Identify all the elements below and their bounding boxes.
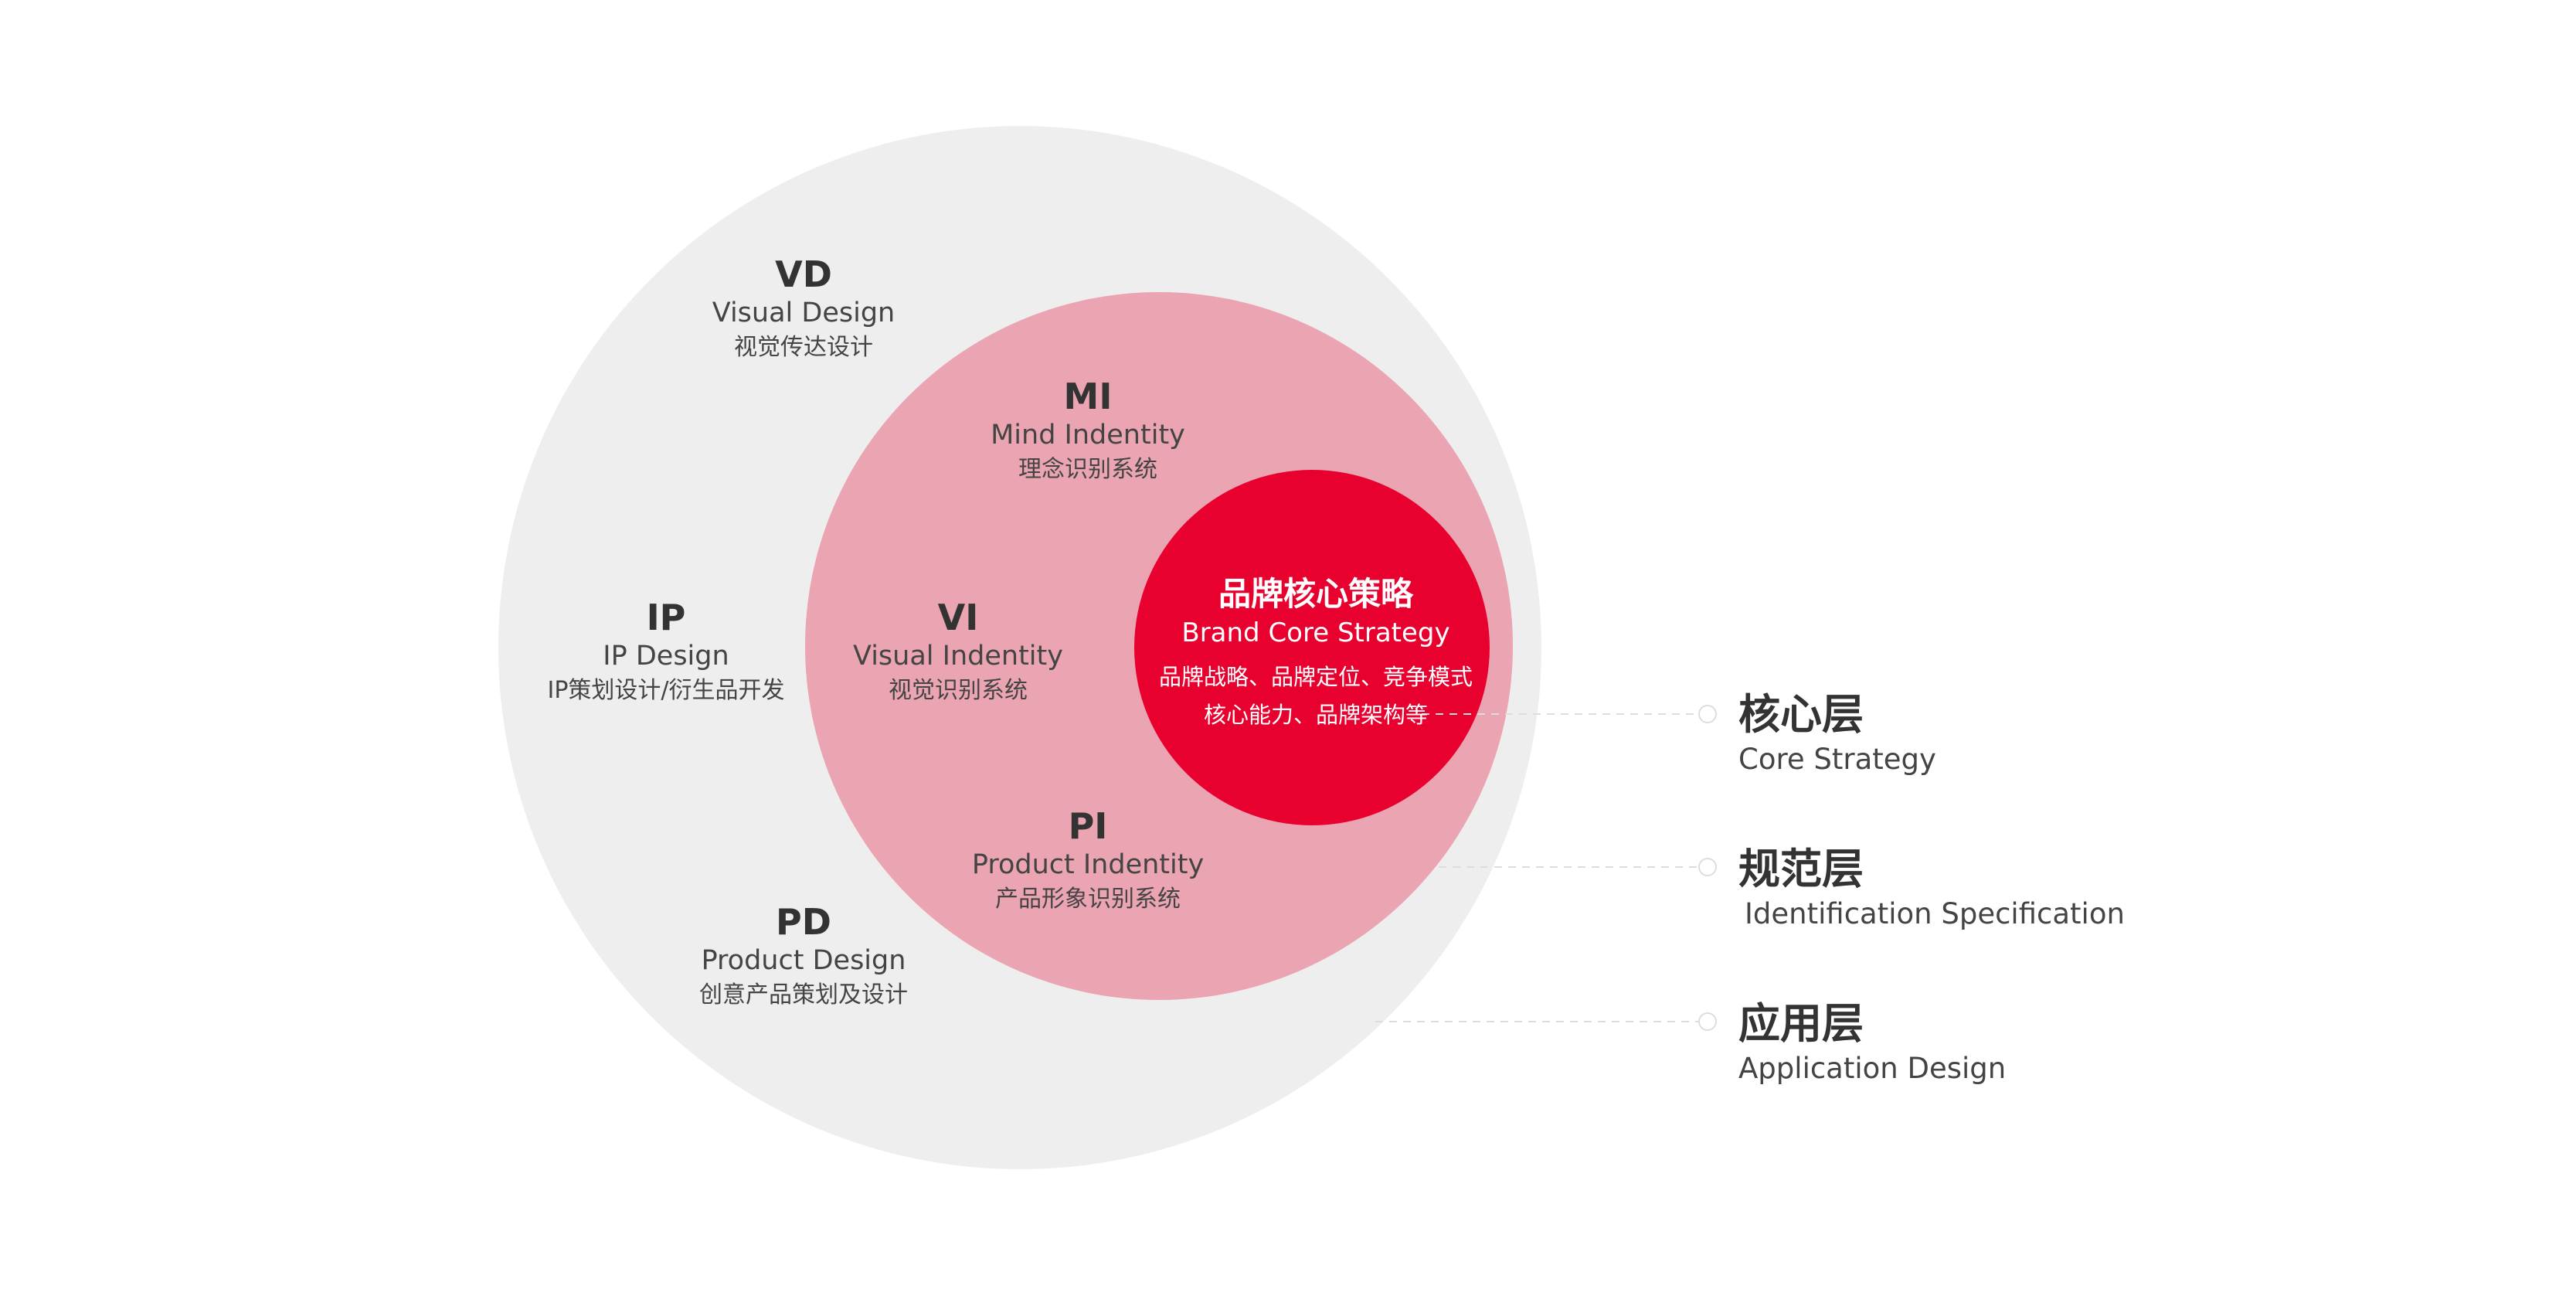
pd-chinese: 创意产品策划及设计: [699, 981, 908, 1008]
label-pd: PD Product Design 创意产品策划及设计: [699, 904, 908, 1007]
ip-chinese: IP策划设计/衍生品开发: [547, 677, 785, 704]
ip-english: IP Design: [603, 641, 729, 672]
core-english: Brand Core Strategy: [1181, 617, 1450, 648]
vi-abbr: VI: [937, 597, 979, 638]
vd-english: Visual Design: [712, 298, 895, 328]
legend-core-layer-subtitle: Core Strategy: [1738, 743, 1936, 776]
label-vi: VI Visual Indentity 视觉识别系统: [853, 600, 1063, 702]
mi-english: Mind Indentity: [991, 420, 1185, 451]
pi-chinese: 产品形象识别系统: [995, 886, 1181, 913]
legend-spec-layer-title: 规范层: [1738, 845, 1864, 893]
label-mi: MI Mind Indentity 理念识别系统: [991, 379, 1185, 481]
pi-abbr: PI: [1068, 805, 1108, 847]
legend-specification-layer: 规范层 Identification Specification: [1738, 845, 2125, 930]
core-title: 品牌核心策略: [1218, 575, 1414, 613]
legend-core-layer-title: 核心层: [1738, 690, 1864, 739]
legend-app-layer-title: 应用层: [1738, 999, 1864, 1048]
connector-dot-application: [1698, 1012, 1717, 1031]
label-core-strategy: 品牌核心策略 Brand Core Strategy 品牌战略、品牌定位、竞争模…: [1159, 578, 1473, 735]
label-pi: PI Product Indentity 产品形象识别系统: [972, 808, 1204, 911]
vd-chinese: 视觉传达设计: [734, 334, 873, 361]
pi-english: Product Indentity: [971, 849, 1205, 880]
connector-dot-specification: [1698, 858, 1717, 876]
legend-spec-layer-subtitle: Identification Specification: [1745, 897, 2125, 930]
vi-chinese: 视觉识别系统: [889, 677, 1028, 704]
label-vd: VD Visual Design 视觉传达设计: [712, 257, 895, 359]
vd-abbr: VD: [775, 253, 832, 295]
label-ip: IP IP Design IP策划设计/衍生品开发: [547, 600, 784, 702]
legend-application-layer: 应用层 Application Design: [1738, 1003, 2006, 1083]
vi-english: Visual Indentity: [853, 641, 1063, 672]
core-detail-line-1: 品牌战略、品牌定位、竞争模式: [1158, 664, 1473, 690]
pd-abbr: PD: [776, 901, 831, 943]
legend-app-layer-subtitle: Application Design: [1738, 1052, 2007, 1085]
legend-core-layer: 核心层 Core Strategy: [1738, 694, 1936, 774]
ip-abbr: IP: [646, 597, 686, 638]
inner-circle-core-layer: [1134, 470, 1490, 825]
pd-english: Product Design: [701, 945, 906, 976]
mi-abbr: MI: [1063, 376, 1113, 417]
mi-chinese: 理念识别系统: [1018, 456, 1157, 483]
core-detail-line-2: 核心能力、品牌架构等: [1203, 702, 1429, 729]
connector-dot-core: [1698, 705, 1717, 723]
